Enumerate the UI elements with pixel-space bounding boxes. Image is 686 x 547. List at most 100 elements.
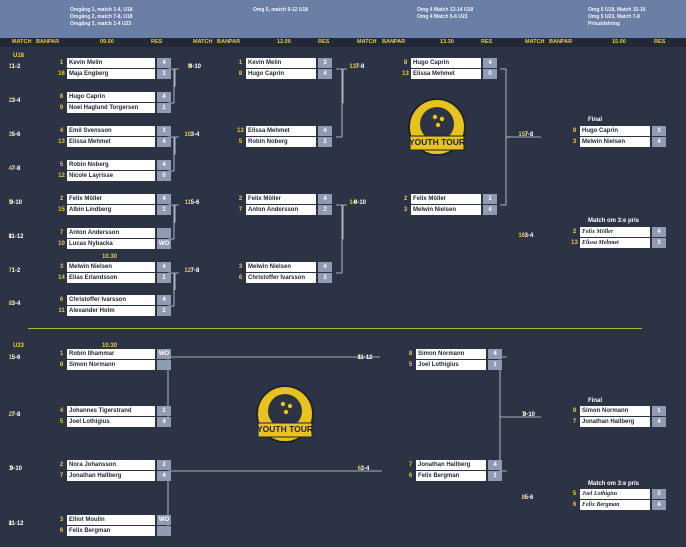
logo-text: YOUTH TOUR bbox=[256, 424, 314, 434]
match-lane: 7-8 bbox=[11, 166, 21, 172]
player-name: Melwin Nielsen bbox=[67, 262, 155, 272]
player-score: 1 bbox=[488, 360, 502, 370]
player-name: Felix Möller bbox=[246, 194, 316, 204]
column-header-bar bbox=[0, 38, 686, 47]
player-score: 4 bbox=[483, 205, 497, 215]
player-score: 3 bbox=[652, 126, 666, 136]
player-name: Simon Normann bbox=[416, 349, 486, 359]
player-seed: 6 bbox=[238, 275, 243, 281]
match-lane: 1-2 bbox=[11, 64, 21, 70]
player-name: Nora Johansson bbox=[67, 460, 155, 470]
section-title-u23: U23 bbox=[13, 343, 25, 349]
section-title-u18: U18 bbox=[13, 53, 25, 59]
youth-tour-logo-u23: YOUTH TOUR 2 0 2 3 bbox=[256, 385, 314, 445]
match-lane: 3-4 bbox=[11, 98, 21, 104]
player-name: Jonathan Hallberg bbox=[416, 460, 486, 470]
player-name: Hugo Caprin bbox=[246, 69, 316, 79]
match-lane: 7-8 bbox=[11, 412, 21, 418]
match-number: 8 bbox=[8, 301, 12, 307]
player-seed: 4 bbox=[59, 408, 64, 414]
bracket-connector bbox=[168, 68, 179, 104]
header-time-4: 15.00 bbox=[612, 39, 626, 45]
player-seed: 5 bbox=[59, 419, 64, 425]
match-lane: 11-12 bbox=[8, 234, 24, 240]
player-score: 4 bbox=[488, 460, 502, 470]
player-seed: 3 bbox=[403, 207, 408, 213]
player-name: Robin Noberg bbox=[246, 137, 316, 147]
header-res-1: RES bbox=[151, 39, 163, 45]
player-score: 4 bbox=[318, 194, 332, 204]
match-number: 1 bbox=[8, 355, 12, 361]
player-seed: 6 bbox=[59, 528, 64, 534]
player-score: 1 bbox=[652, 406, 666, 416]
player-name: Felix Bergman bbox=[416, 471, 486, 481]
player-seed: 8 bbox=[572, 408, 577, 414]
player-score: 2 bbox=[157, 460, 171, 470]
header-lane-3: BANPAR bbox=[382, 39, 406, 45]
player-seed: 2 bbox=[59, 196, 64, 202]
player-score: 4 bbox=[157, 137, 171, 147]
match-number: 5 bbox=[8, 200, 12, 206]
youth-tour-logo: YOUTH TOUR 2 0 2 3 bbox=[408, 98, 466, 158]
player-name: Melwin Nielsen bbox=[411, 205, 481, 215]
player-name: Joel Lothigius bbox=[580, 489, 650, 499]
logo-text: YOUTH TOUR bbox=[408, 137, 466, 147]
header-lane-1: BANPAR bbox=[36, 39, 60, 45]
player-score: 4 bbox=[157, 92, 171, 102]
match-number: 16 bbox=[518, 233, 525, 239]
player-name: Hugo Caprin bbox=[580, 126, 650, 136]
player-score: 0 bbox=[483, 69, 497, 79]
match-number: 14 bbox=[349, 200, 356, 206]
player-name: Anton Andersson bbox=[246, 205, 316, 215]
player-seed: 6 bbox=[408, 473, 413, 479]
schedule-note-1: Omgång 1, match 1-4, U18 Omgång 2, match… bbox=[70, 7, 133, 27]
player-seed: 8 bbox=[59, 362, 64, 368]
player-seed: 2 bbox=[238, 196, 243, 202]
match-lane: 9-10 bbox=[9, 200, 22, 206]
bowling-ball-icon bbox=[408, 98, 466, 156]
player-seed: 13 bbox=[237, 128, 244, 134]
time-label-u18-round1: 10.30 bbox=[102, 254, 118, 260]
player-score: 1 bbox=[157, 103, 171, 113]
header-match-2: MATCH bbox=[193, 39, 213, 45]
match-lane: 3-4 bbox=[524, 233, 534, 239]
label-u18-final: Final bbox=[588, 117, 603, 123]
player-seed: 8 bbox=[572, 128, 577, 134]
match-number: 7 bbox=[8, 268, 12, 274]
player-score: 0 bbox=[157, 171, 171, 181]
player-name: Jonathan Hallberg bbox=[580, 417, 650, 427]
header-match-3: MATCH bbox=[357, 39, 377, 45]
match-lane: 9-10 bbox=[353, 200, 366, 206]
player-name: Elliot Moulin bbox=[67, 515, 155, 525]
header-match-4: MATCH bbox=[525, 39, 545, 45]
player-score: 2 bbox=[157, 205, 171, 215]
schedule-note-4: Omg 5 U18, Match 15-16 Omg 5 U23, Match … bbox=[588, 7, 646, 27]
player-name: Felix Möller bbox=[580, 227, 650, 237]
player-score: 3 bbox=[652, 489, 666, 499]
player-score: 4 bbox=[652, 500, 666, 510]
header-res-2: RES bbox=[318, 39, 330, 45]
player-score: 2 bbox=[157, 406, 171, 416]
player-seed: 12 bbox=[58, 173, 65, 179]
